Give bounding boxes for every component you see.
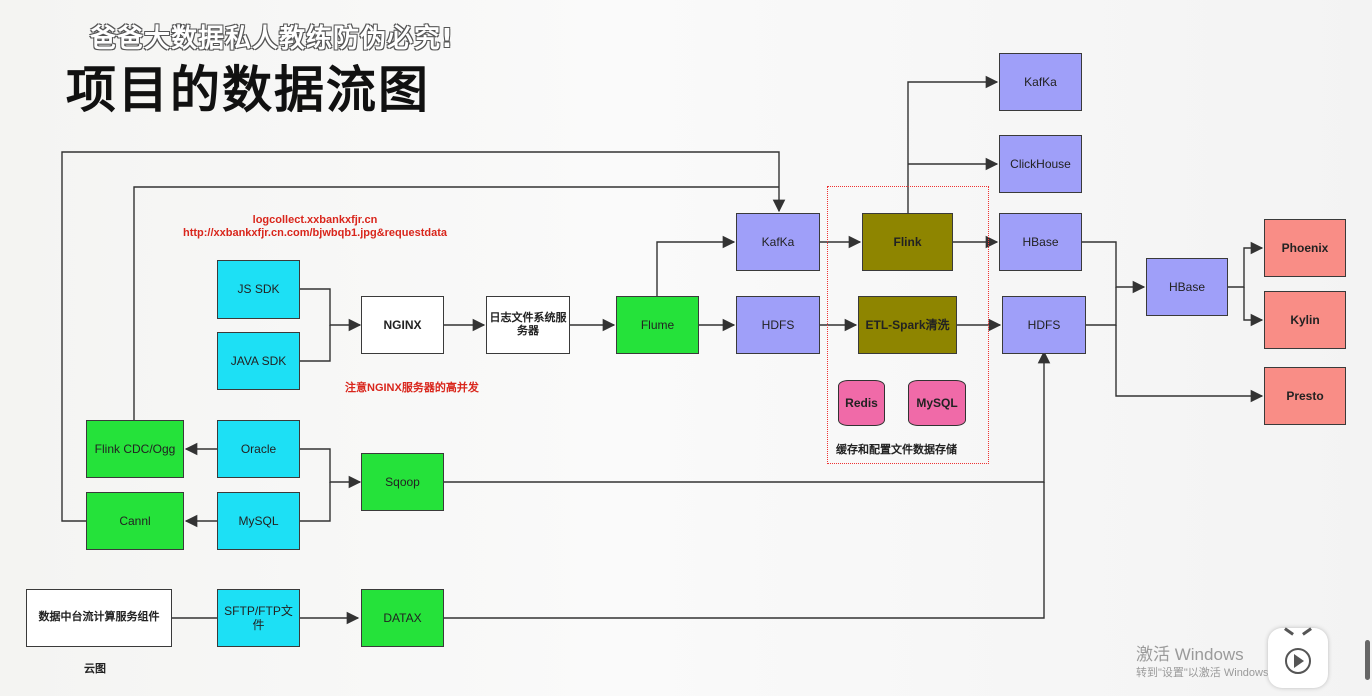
page-title: 项目的数据流图 (66, 61, 430, 119)
edge-hbasefinal-kylin (1243, 287, 1264, 327)
edge-flinkcdc-kafka (133, 186, 779, 420)
node-flink: Flink (862, 213, 953, 271)
node-oracle: Oracle (217, 420, 300, 478)
edge-javasdk-nginx (300, 325, 331, 362)
node-log-server: 日志文件系统服务器 (486, 296, 570, 354)
node-mysql-cache: MySQL (908, 380, 966, 426)
edge-canal-kafka (61, 151, 786, 522)
node-sqoop: Sqoop (361, 453, 444, 511)
node-redis: Redis (838, 380, 885, 426)
play-circle-icon (1285, 648, 1311, 674)
node-data-platform: 数据中台流计算服务组件 (26, 589, 172, 647)
cloud-label: 云图 (84, 663, 106, 675)
node-presto: Presto (1264, 367, 1346, 425)
edge-hbase-hbasefinal (1082, 241, 1146, 294)
node-sftp: SFTP/FTP文件 (217, 589, 300, 647)
edge-jssdk-nginx (300, 288, 362, 332)
edge-oracle-sqoop (300, 448, 362, 489)
windows-activation-title: 激活 Windows (1136, 645, 1244, 664)
edge-flink-kafkaout (907, 75, 999, 213)
nginx-note: 注意NGINX服务器的高并发 (345, 382, 479, 394)
edge-datax-hdfsout (444, 482, 1045, 619)
node-hbase-final: HBase (1146, 258, 1228, 316)
windows-activation-hint: 转到"设置"以激活 Windows。 (1136, 667, 1280, 679)
node-js-sdk: JS SDK (217, 260, 300, 319)
node-phoenix: Phoenix (1264, 219, 1346, 277)
cache-group-border (827, 186, 989, 464)
node-flume: Flume (616, 296, 699, 354)
node-clickhouse: ClickHouse (999, 135, 1082, 193)
node-kylin: Kylin (1264, 291, 1346, 349)
url-line-2: http://xxbankxfjr.cn.com/bjwbqb1.jpg&req… (182, 227, 448, 239)
watermark-text: 爸爸大数据私人教练防伪必究! (90, 24, 454, 54)
edge-flume-kafka (656, 235, 736, 296)
node-java-sdk: JAVA SDK (217, 332, 300, 390)
edge-hdfs-hbasefinal (1086, 287, 1117, 326)
node-kafka-out: KafKa (999, 53, 1082, 111)
edge-hdfs-presto (1115, 325, 1264, 403)
node-etl-spark: ETL-Spark清洗 (858, 296, 957, 354)
node-hdfs-out: HDFS (1002, 296, 1086, 354)
node-hbase-out: HBase (999, 213, 1082, 271)
edge-mysql-sqoop (300, 482, 331, 522)
node-datax: DATAX (361, 589, 444, 647)
edge-hbasefinal-phoenix (1228, 241, 1264, 288)
node-nginx: NGINX (361, 296, 444, 354)
url-annotation: logcollect.xxbankxfjr.cn http://xxbankxf… (170, 214, 460, 240)
play-icon (1294, 654, 1304, 668)
node-mysql-src: MySQL (217, 492, 300, 550)
scrollbar-thumb[interactable] (1365, 640, 1370, 680)
node-canal: Cannl (86, 492, 184, 550)
node-flink-cdc: Flink CDC/Ogg (86, 420, 184, 478)
cache-note: 缓存和配置文件数据存储 (836, 444, 957, 456)
url-line-1: logcollect.xxbankxfjr.cn (252, 214, 378, 226)
node-kafka-mid: KafKa (736, 213, 820, 271)
node-hdfs-mid: HDFS (736, 296, 820, 354)
